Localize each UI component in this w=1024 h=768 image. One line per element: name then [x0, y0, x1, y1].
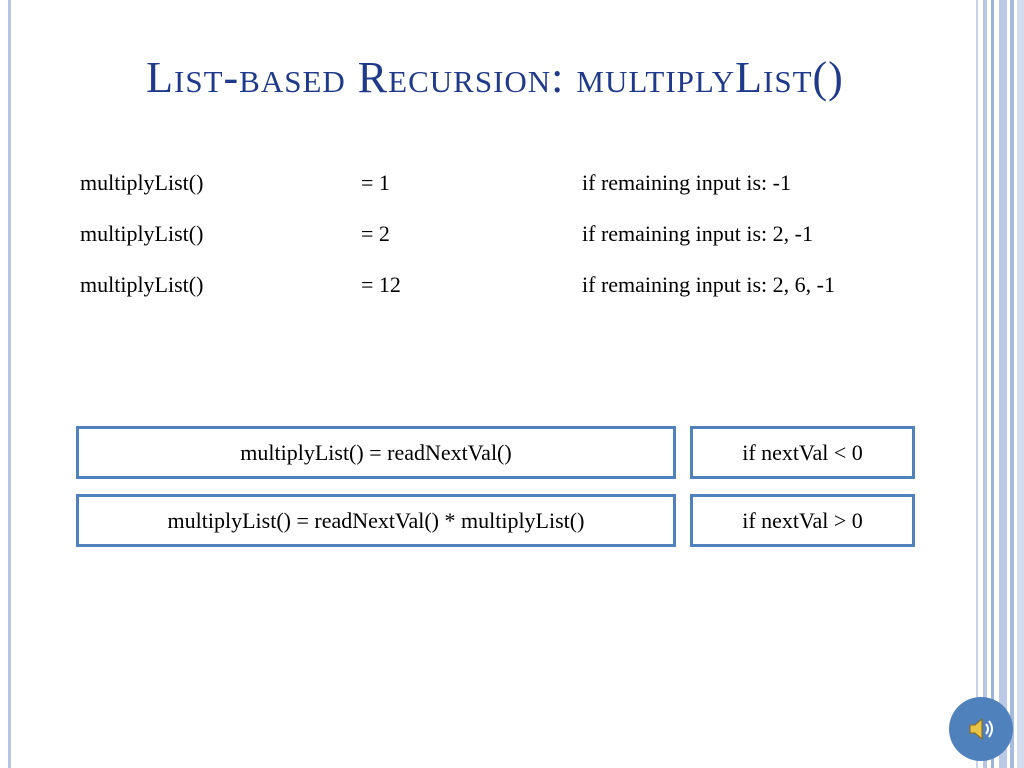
base-case-expression-box: multiplyList() = readNextVal(): [76, 426, 676, 479]
recursive-case-condition-box: if nextVal > 0: [690, 494, 915, 547]
example-function: multiplyList(): [80, 221, 204, 246]
base-case-condition-box: if nextVal < 0: [690, 426, 915, 479]
right-border-stripe: [976, 0, 978, 768]
slide-title: List-based Recursion: multiplyList(): [146, 53, 844, 102]
example-value: = 2: [361, 221, 390, 246]
speaker-icon: [969, 717, 993, 741]
example-condition: if remaining input is: 2, 6, -1: [582, 272, 835, 297]
example-function: multiplyList(): [80, 272, 204, 297]
right-border-stripe: [991, 0, 994, 768]
example-condition: if remaining input is: -1: [582, 170, 791, 195]
example-function: multiplyList(): [80, 170, 204, 195]
right-border-stripe: [999, 0, 1007, 768]
right-border-stripe: [1017, 0, 1024, 768]
right-border-stripe: [1010, 0, 1014, 768]
left-border-rule: [8, 0, 11, 768]
example-value: = 1: [361, 170, 390, 195]
example-value: = 12: [361, 272, 401, 297]
audio-button[interactable]: [949, 697, 1013, 761]
recursive-case-expression-box: multiplyList() = readNextVal() * multipl…: [76, 494, 676, 547]
right-border-stripe: [983, 0, 987, 768]
example-condition: if remaining input is: 2, -1: [582, 221, 813, 246]
